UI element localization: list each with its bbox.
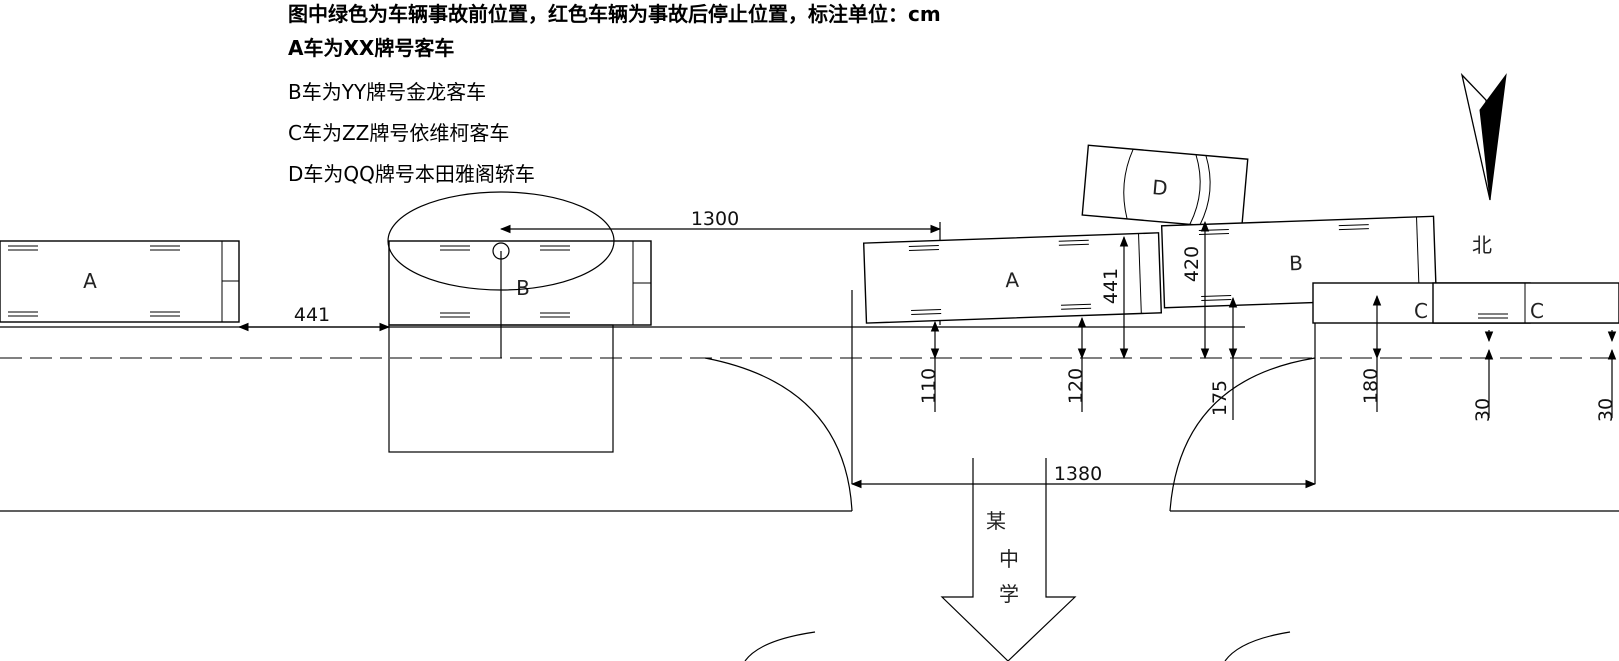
dimension-30-a-label: 30 xyxy=(1472,398,1494,422)
vehicle-a-after: A xyxy=(862,232,1163,324)
note-vehicle-c: C车为ZZ牌号依维柯客车 xyxy=(288,121,510,145)
note-vehicle-d: D车为QQ牌号本田雅阁轿车 xyxy=(288,162,535,186)
dimension-441-vertical: 441 xyxy=(1100,235,1129,360)
dimension-1300-label: 1300 xyxy=(691,208,739,230)
dimension-120: 120 xyxy=(1065,316,1087,412)
corner-curve-east xyxy=(1169,357,1316,512)
school-label-1: 某 xyxy=(986,509,1006,533)
dimension-175-label: 175 xyxy=(1209,380,1231,416)
note-legend: 图中绿色为车辆事故前位置，红色车辆为事故后停止位置，标注单位：cm xyxy=(288,2,941,26)
dimension-180-label: 180 xyxy=(1360,368,1382,404)
dimension-420: 420 xyxy=(1181,220,1210,360)
vehicle-a-after-label: A xyxy=(1005,268,1020,292)
vehicle-c-before: C xyxy=(1432,282,1619,324)
dimension-441-horizontal-label: 441 xyxy=(294,304,330,326)
dimension-30-b: 30 xyxy=(1595,330,1617,422)
north-arrow: 北 xyxy=(1460,72,1507,257)
bottom-arc-right xyxy=(1224,631,1291,661)
vehicle-a-before: A xyxy=(0,240,240,323)
bottom-arc-left xyxy=(744,631,816,661)
dimension-441-horizontal: 441 xyxy=(237,304,391,332)
dimension-441-vertical-label: 441 xyxy=(1100,268,1122,304)
dimension-30-a: 30 xyxy=(1472,330,1494,422)
vehicle-d-after: D xyxy=(1081,144,1249,230)
dimension-110-label: 110 xyxy=(918,368,940,404)
dimension-180: 180 xyxy=(1360,294,1382,412)
vehicle-b-before: B xyxy=(387,191,652,453)
dimension-1380: 1380 xyxy=(850,463,1317,489)
dimension-110: 110 xyxy=(918,320,940,412)
school-road-arrow: 某 中 学 xyxy=(940,458,1077,661)
dimension-1380-label: 1380 xyxy=(1054,463,1102,485)
dimension-120-label: 120 xyxy=(1065,368,1087,404)
vehicle-c-before-label: C xyxy=(1530,299,1544,323)
north-label: 北 xyxy=(1472,233,1492,257)
dimension-30-b-label: 30 xyxy=(1595,398,1617,422)
school-arrow-shape xyxy=(940,458,1077,661)
dimension-420-label: 420 xyxy=(1181,246,1203,282)
school-label-2: 中 xyxy=(999,547,1019,571)
corner-curve-west xyxy=(704,357,853,512)
school-label-3: 学 xyxy=(999,582,1019,606)
note-vehicle-b: B车为YY牌号金龙客车 xyxy=(288,80,487,104)
vehicle-b-before-label: B xyxy=(516,276,530,300)
vehicle-c-after-label: C xyxy=(1414,299,1428,323)
vehicle-b-after-label: B xyxy=(1289,251,1304,275)
vehicle-a-before-label: A xyxy=(83,269,97,293)
note-vehicle-a: A车为XX牌号客车 xyxy=(288,36,455,60)
road xyxy=(0,285,1619,661)
vehicle-d-after-label: D xyxy=(1151,175,1168,200)
dimension-175: 175 xyxy=(1209,296,1238,420)
